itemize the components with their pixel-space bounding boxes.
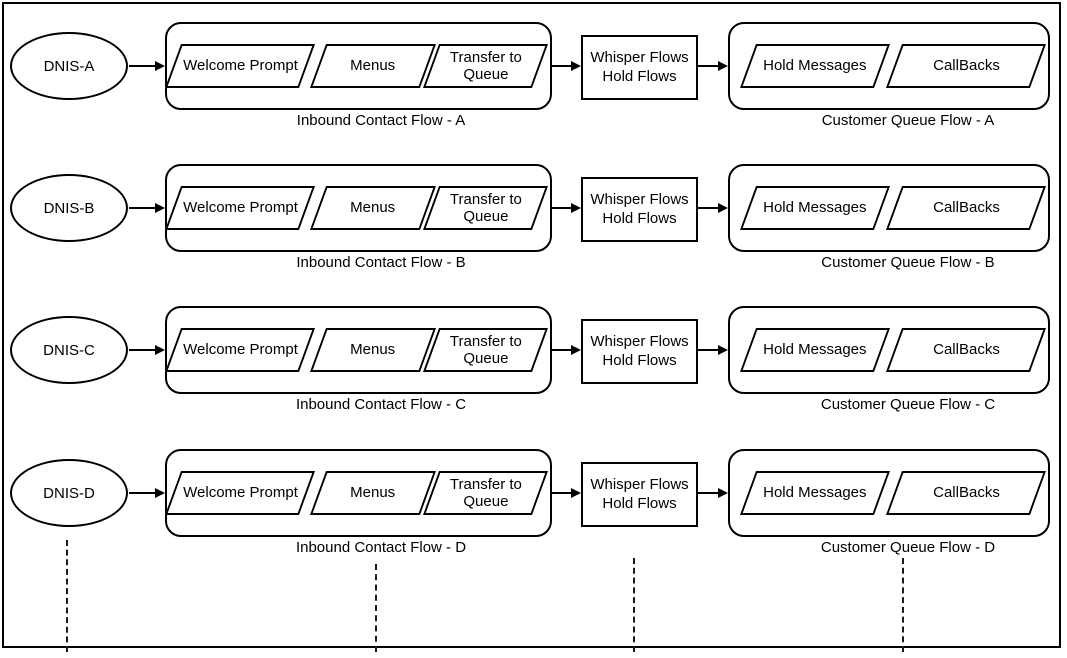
transfer-to-queue-shape[interactable]: Transfer to Queue	[422, 44, 549, 88]
hold-messages-label: Hold Messages	[763, 484, 867, 502]
arrow-whisper-to-queue	[698, 203, 728, 213]
callbacks-label: CallBacks	[932, 199, 1000, 217]
dnis-label: DNIS-B	[43, 199, 95, 217]
menus-label: Menus	[350, 484, 396, 502]
queue-flow-label: Customer Queue Flow - A	[821, 112, 995, 129]
whisper-flows-label: Whisper Flows	[590, 332, 689, 350]
transfer-to-queue-shape[interactable]: Transfer to Queue	[422, 186, 549, 230]
transfer-to-queue-label: Transfer to Queue	[449, 332, 522, 367]
continuation-dashed-line-inbound	[375, 564, 377, 652]
dnis-node[interactable]: DNIS-A	[10, 32, 128, 100]
continuation-dashed-line-dnis	[66, 540, 68, 652]
customer-queue-flow-container[interactable]: Hold Messages CallBacks	[728, 22, 1050, 110]
hold-messages-shape[interactable]: Hold Messages	[739, 44, 891, 88]
arrow-dnis-to-inbound	[129, 488, 165, 498]
queue-flow-label: Customer Queue Flow - B	[821, 254, 995, 271]
menus-label: Menus	[350, 341, 396, 359]
whisper-hold-flows-node[interactable]: Whisper Flows Hold Flows	[581, 319, 698, 384]
menus-shape[interactable]: Menus	[309, 471, 437, 515]
queue-flow-label: Customer Queue Flow - C	[820, 396, 996, 413]
inbound-contact-flow-container[interactable]: Welcome Prompt Menus Transfer to Queue	[164, 306, 552, 394]
callbacks-label: CallBacks	[932, 341, 1000, 359]
customer-queue-flow-container[interactable]: Hold Messages CallBacks	[728, 164, 1050, 252]
inbound-contact-flow-container[interactable]: Welcome Prompt Menus Transfer to Queue	[164, 22, 552, 110]
arrow-inbound-to-whisper	[552, 488, 581, 498]
inbound-flow-label: Inbound Contact Flow - C	[295, 396, 467, 413]
whisper-flows-label: Whisper Flows	[590, 475, 689, 493]
dnis-label: DNIS-C	[43, 341, 95, 359]
hold-messages-label: Hold Messages	[763, 57, 867, 75]
flow-row-d: DNIS-D Welcome Prompt Menus Transfer to …	[0, 427, 1067, 569]
arrow-whisper-to-queue	[698, 345, 728, 355]
continuation-dashed-line-whisper	[633, 558, 635, 652]
inbound-flow-label: Inbound Contact Flow - B	[296, 254, 466, 271]
transfer-to-queue-label: Transfer to Queue	[449, 475, 522, 510]
customer-queue-flow-container[interactable]: Hold Messages CallBacks	[728, 449, 1050, 537]
hold-flows-label: Hold Flows	[602, 67, 677, 85]
dnis-node[interactable]: DNIS-D	[10, 459, 128, 527]
menus-shape[interactable]: Menus	[309, 44, 437, 88]
arrow-whisper-to-queue	[698, 488, 728, 498]
inbound-flow-label: Inbound Contact Flow - D	[295, 539, 467, 556]
callbacks-label: CallBacks	[932, 484, 1000, 502]
hold-messages-shape[interactable]: Hold Messages	[739, 186, 891, 230]
callbacks-label: CallBacks	[932, 57, 1000, 75]
welcome-prompt-label: Welcome Prompt	[182, 484, 298, 502]
menus-label: Menus	[350, 57, 396, 75]
flow-row-a: DNIS-A Welcome Prompt Menus Transfer to …	[0, 0, 1067, 142]
arrow-dnis-to-inbound	[129, 61, 165, 71]
transfer-to-queue-label: Transfer to Queue	[449, 190, 522, 225]
callbacks-shape[interactable]: CallBacks	[885, 44, 1047, 88]
customer-queue-flow-container[interactable]: Hold Messages CallBacks	[728, 306, 1050, 394]
inbound-contact-flow-container[interactable]: Welcome Prompt Menus Transfer to Queue	[164, 164, 552, 252]
transfer-to-queue-shape[interactable]: Transfer to Queue	[422, 328, 549, 372]
flow-row-c: DNIS-C Welcome Prompt Menus Transfer to …	[0, 284, 1067, 426]
whisper-hold-flows-node[interactable]: Whisper Flows Hold Flows	[581, 177, 698, 242]
hold-messages-shape[interactable]: Hold Messages	[739, 328, 891, 372]
callbacks-shape[interactable]: CallBacks	[885, 328, 1047, 372]
hold-messages-shape[interactable]: Hold Messages	[739, 471, 891, 515]
welcome-prompt-shape[interactable]: Welcome Prompt	[164, 328, 316, 372]
arrow-inbound-to-whisper	[552, 203, 581, 213]
arrow-inbound-to-whisper	[552, 61, 581, 71]
hold-flows-label: Hold Flows	[602, 209, 677, 227]
welcome-prompt-shape[interactable]: Welcome Prompt	[164, 44, 316, 88]
whisper-flows-label: Whisper Flows	[590, 48, 689, 66]
arrow-inbound-to-whisper	[552, 345, 581, 355]
callbacks-shape[interactable]: CallBacks	[885, 471, 1047, 515]
welcome-prompt-label: Welcome Prompt	[182, 199, 298, 217]
welcome-prompt-shape[interactable]: Welcome Prompt	[164, 471, 316, 515]
dnis-label: DNIS-A	[43, 57, 95, 75]
menus-shape[interactable]: Menus	[309, 328, 437, 372]
hold-flows-label: Hold Flows	[602, 351, 677, 369]
queue-flow-label: Customer Queue Flow - D	[820, 539, 996, 556]
whisper-hold-flows-node[interactable]: Whisper Flows Hold Flows	[581, 35, 698, 100]
transfer-to-queue-shape[interactable]: Transfer to Queue	[422, 471, 549, 515]
whisper-flows-label: Whisper Flows	[590, 190, 689, 208]
arrow-dnis-to-inbound	[129, 345, 165, 355]
inbound-contact-flow-container[interactable]: Welcome Prompt Menus Transfer to Queue	[164, 449, 552, 537]
flow-row-b: DNIS-B Welcome Prompt Menus Transfer to …	[0, 142, 1067, 284]
welcome-prompt-shape[interactable]: Welcome Prompt	[164, 186, 316, 230]
dnis-label: DNIS-D	[43, 484, 95, 502]
transfer-to-queue-label: Transfer to Queue	[449, 48, 522, 83]
dnis-node[interactable]: DNIS-C	[10, 316, 128, 384]
hold-messages-label: Hold Messages	[763, 199, 867, 217]
whisper-hold-flows-node[interactable]: Whisper Flows Hold Flows	[581, 462, 698, 527]
inbound-flow-label: Inbound Contact Flow - A	[296, 112, 466, 129]
menus-label: Menus	[350, 199, 396, 217]
hold-flows-label: Hold Flows	[602, 494, 677, 512]
dnis-node[interactable]: DNIS-B	[10, 174, 128, 242]
welcome-prompt-label: Welcome Prompt	[182, 57, 298, 75]
arrow-whisper-to-queue	[698, 61, 728, 71]
arrow-dnis-to-inbound	[129, 203, 165, 213]
menus-shape[interactable]: Menus	[309, 186, 437, 230]
diagram-border-frame	[2, 2, 1061, 648]
hold-messages-label: Hold Messages	[763, 341, 867, 359]
callbacks-shape[interactable]: CallBacks	[885, 186, 1047, 230]
continuation-dashed-line-queue	[902, 558, 904, 652]
welcome-prompt-label: Welcome Prompt	[182, 341, 298, 359]
